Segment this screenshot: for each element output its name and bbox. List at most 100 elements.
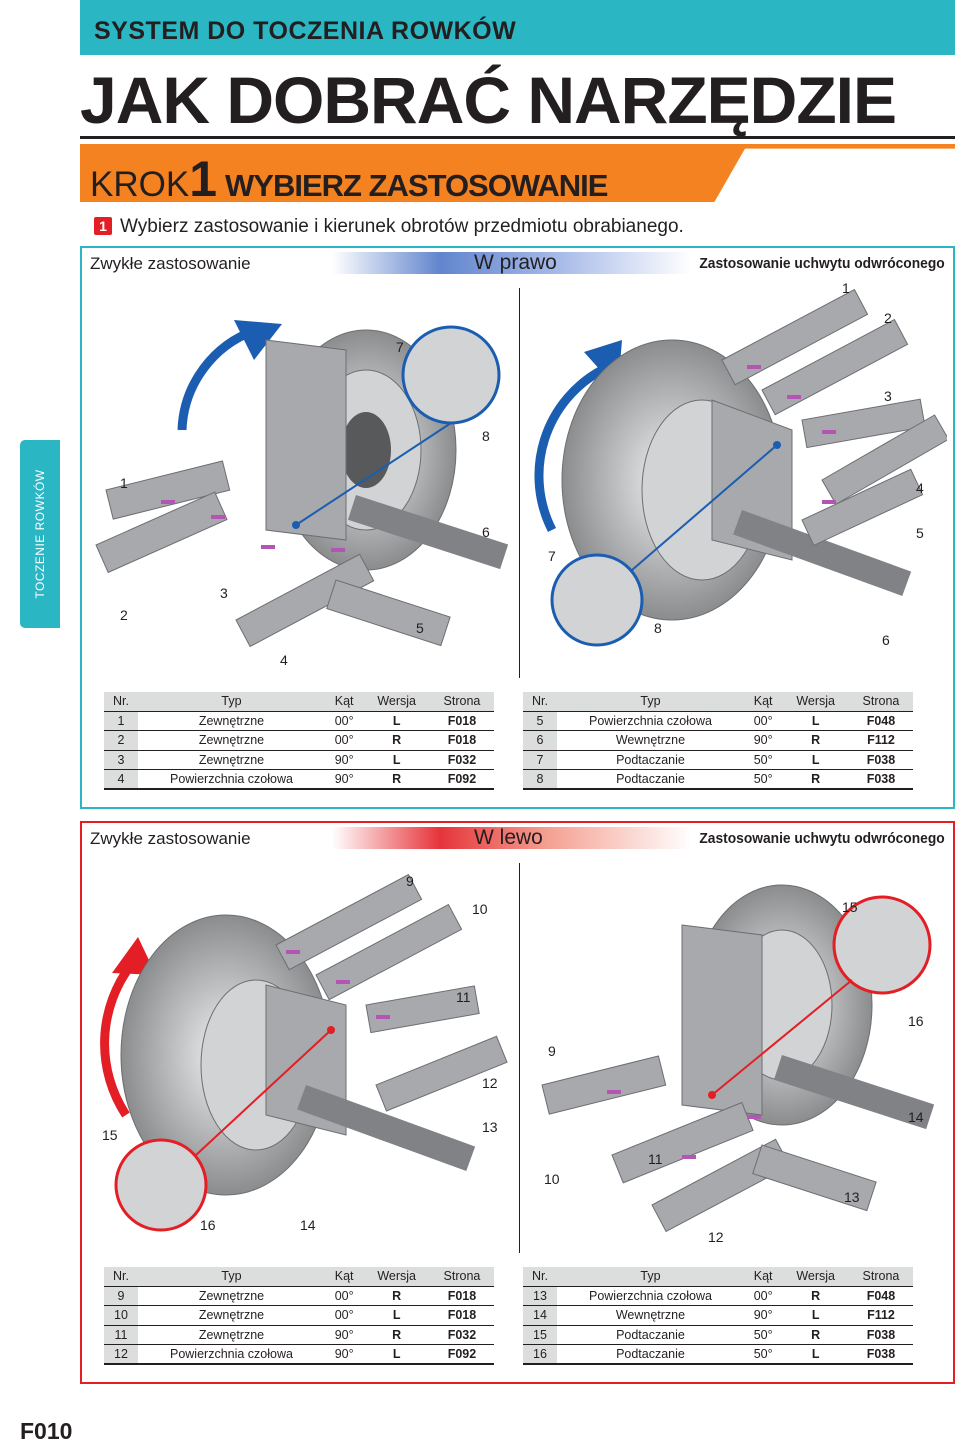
reversed-chuck-label: Zastosowanie uchwytu odwróconego: [699, 830, 945, 847]
cell-version: R: [782, 730, 849, 751]
header-gradient: [332, 827, 692, 849]
illustration-normal: 9 10 11 12 13 14 15 16: [86, 855, 511, 1255]
cell-type: Podtaczanie: [557, 769, 744, 790]
lathe-illustration: [100, 873, 508, 1232]
cell-type: Zewnętrzne: [138, 711, 325, 731]
cell-angle: 50°: [743, 769, 783, 790]
col-nr: Nr.: [104, 1267, 138, 1287]
cell-angle: 00°: [324, 1286, 364, 1306]
column-divider: [519, 288, 520, 678]
step-prefix: KROK: [90, 165, 190, 202]
direction-label: W lewo: [474, 826, 543, 849]
callout-3: 3: [884, 388, 892, 404]
cell-page[interactable]: F038: [848, 1325, 913, 1345]
cell-nr: 2: [104, 730, 138, 751]
cell-angle: 90°: [324, 1325, 364, 1345]
col-angle: Kąt: [324, 1267, 364, 1287]
callout-5: 5: [416, 620, 424, 636]
cell-page[interactable]: F038: [848, 750, 913, 770]
col-angle: Kąt: [743, 1267, 783, 1287]
callout-15: 15: [842, 899, 858, 915]
cell-angle: 50°: [743, 1344, 783, 1365]
cell-nr: 1: [104, 711, 138, 731]
callout-8: 8: [654, 620, 662, 636]
illustration-reversed: 1 2 3 4 5 6 7 8: [522, 280, 947, 680]
cell-nr: 5: [523, 711, 557, 731]
col-page: Strona: [429, 692, 494, 712]
cell-page[interactable]: F018: [429, 711, 494, 731]
cell-angle: 00°: [324, 1305, 364, 1326]
cell-nr: 13: [523, 1286, 557, 1306]
callout-13: 13: [482, 1119, 498, 1135]
cell-type: Wewnętrzne: [557, 1305, 744, 1326]
step-number: 1: [189, 151, 218, 202]
cell-type: Zewnętrzne: [138, 750, 325, 770]
title-rule: [80, 136, 955, 139]
callout-9: 9: [548, 1043, 556, 1059]
col-type: Typ: [138, 1267, 325, 1287]
section-right-rotation: Zwykłe zastosowanie W prawo Zastosowanie…: [80, 246, 955, 809]
cell-nr: 12: [104, 1344, 138, 1365]
cell-page[interactable]: F048: [848, 1286, 913, 1306]
cell-page[interactable]: F018: [429, 1305, 494, 1326]
cell-nr: 4: [104, 769, 138, 790]
cell-nr: 15: [523, 1325, 557, 1345]
callout-16: 16: [908, 1013, 924, 1029]
cell-page[interactable]: F032: [429, 750, 494, 770]
cell-page[interactable]: F112: [848, 730, 913, 751]
side-tab-grooving: TOCZENIE ROWKÓW: [20, 440, 60, 628]
callout-13: 13: [844, 1189, 860, 1205]
callout-15: 15: [102, 1127, 118, 1143]
table-header-row: Nr. Typ Kąt Wersja Strona: [523, 692, 913, 712]
cell-page[interactable]: F048: [848, 711, 913, 731]
rotation-arrow: [177, 325, 258, 431]
lathe-illustration: [541, 884, 935, 1233]
callout-14: 14: [300, 1217, 316, 1233]
cell-version: L: [363, 711, 430, 731]
table-header-row: Nr. Typ Kąt Wersja Strona: [104, 1267, 494, 1287]
col-angle: Kąt: [324, 692, 364, 712]
cell-angle: 90°: [324, 750, 364, 770]
cell-page[interactable]: F038: [848, 769, 913, 790]
cell-page[interactable]: F018: [429, 730, 494, 751]
cell-version: R: [363, 769, 430, 790]
cell-angle: 00°: [324, 730, 364, 751]
col-type: Typ: [138, 692, 325, 712]
cell-page[interactable]: F112: [848, 1305, 913, 1326]
cell-page[interactable]: F038: [848, 1344, 913, 1365]
cell-page[interactable]: F092: [429, 1344, 494, 1365]
cell-type: Powierzchnia czołowa: [138, 769, 325, 790]
cell-type: Podtaczanie: [557, 1325, 744, 1345]
callout-2: 2: [884, 310, 892, 326]
table-header-row: Nr. Typ Kąt Wersja Strona: [104, 692, 494, 712]
cell-page[interactable]: F092: [429, 769, 494, 790]
col-version: Wersja: [782, 1267, 849, 1287]
section-header: Zwykłe zastosowanie W lewo Zastosowanie …: [82, 823, 953, 851]
system-title-bar: SYSTEM DO TOCZENIA ROWKÓW: [80, 0, 955, 55]
cell-angle: 00°: [743, 1286, 783, 1306]
direction-label: W prawo: [474, 251, 557, 274]
cell-page[interactable]: F032: [429, 1325, 494, 1345]
cell-angle: 00°: [324, 711, 364, 731]
cell-angle: 90°: [743, 1305, 783, 1326]
col-page: Strona: [848, 1267, 913, 1287]
page-title: JAK DOBRAĆ NARZĘDZIE: [80, 63, 897, 137]
lathe-illustration: [95, 320, 509, 648]
callout-11: 11: [648, 1151, 663, 1167]
col-version: Wersja: [363, 1267, 430, 1287]
col-page: Strona: [429, 1267, 494, 1287]
section-header: Zwykłe zastosowanie W prawo Zastosowanie…: [82, 248, 953, 276]
callout-2: 2: [120, 607, 128, 623]
cell-page[interactable]: F018: [429, 1286, 494, 1306]
col-page: Strona: [848, 692, 913, 712]
